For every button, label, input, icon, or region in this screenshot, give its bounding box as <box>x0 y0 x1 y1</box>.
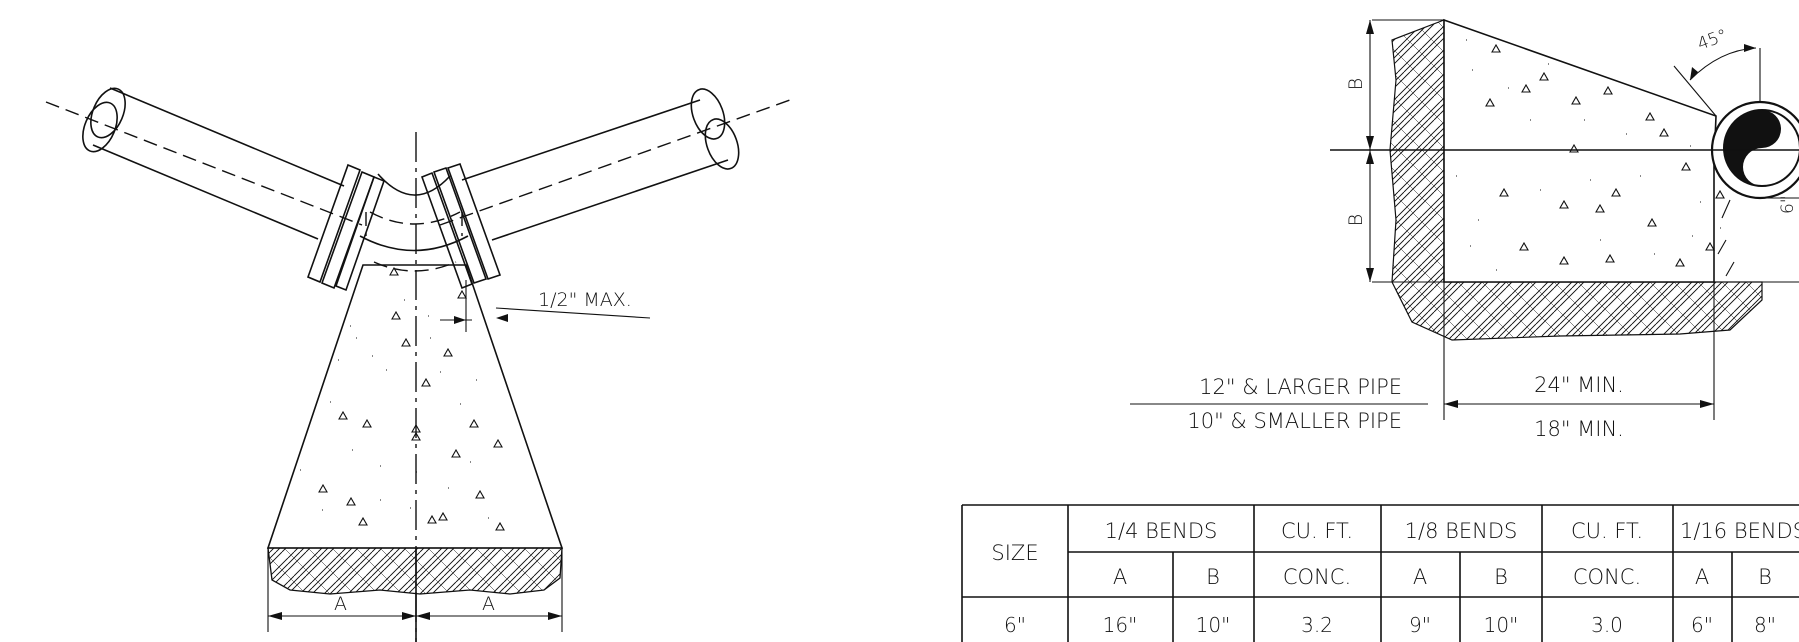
table-sub-header: B <box>1494 565 1508 589</box>
side-dim-label: 6" <box>1778 195 1798 214</box>
angle-dimension <box>1673 44 1761 117</box>
table-sub-header: CONC. <box>1573 565 1641 589</box>
dimension-table: SIZE 1/4 BENDS CU. FT. 1/8 BENDS CU. FT.… <box>961 504 1799 642</box>
dim-b-bottom: B <box>1345 214 1367 226</box>
table-cell: 9" <box>1409 613 1431 637</box>
min-small-label: 18" MIN. <box>1534 417 1624 441</box>
dim-b-top: B <box>1345 78 1367 90</box>
concrete-aggregate-marks <box>300 266 505 531</box>
table-size-header: SIZE <box>991 541 1038 565</box>
left-flange <box>306 163 386 292</box>
left-thrust-block-view: 1/2" MAX. A A <box>45 87 791 642</box>
right-section-view: B B 45° 6" 24" MIN. 18" MIN. 12" <box>1130 18 1799 441</box>
table-cell: 10" <box>1196 613 1231 637</box>
table-cell: 10" <box>1484 613 1519 637</box>
table-sub-header: A <box>1413 565 1427 589</box>
right-flange <box>420 162 502 290</box>
table-cell: 3.2 <box>1301 613 1333 637</box>
right-pipe <box>439 88 791 241</box>
clearance-dimension <box>440 280 651 332</box>
table-sub-header: A <box>1695 565 1709 589</box>
clearance-label: 1/2" MAX. <box>538 289 632 311</box>
right-concrete-aggregate <box>1456 39 1725 271</box>
table-cell: 3.0 <box>1591 613 1623 637</box>
side-dimension <box>1714 197 1799 283</box>
left-pipe <box>45 87 363 240</box>
angle-label: 45° <box>1695 26 1730 55</box>
pipe-small-label: 10" & SMALLER PIPE <box>1187 409 1402 433</box>
table-group-header: CU. FT. <box>1571 519 1643 543</box>
table-sub-header: B <box>1758 565 1772 589</box>
table-cell: 8" <box>1754 613 1776 637</box>
dim-a-right: A <box>482 593 495 615</box>
min-dimensions <box>1130 282 1715 420</box>
table-group-header: 1/8 BENDS <box>1405 519 1518 543</box>
table-group-header: CU. FT. <box>1281 519 1353 543</box>
left-concrete-block <box>266 264 564 549</box>
pipe-large-label: 12" & LARGER PIPE <box>1199 375 1402 399</box>
right-undisturbed-soil <box>1389 19 1763 341</box>
dim-a-left: A <box>334 593 347 615</box>
table-group-header: 1/4 BENDS <box>1105 519 1218 543</box>
table-cell: 6" <box>1004 613 1026 637</box>
b-dimensions <box>1366 19 1444 283</box>
min-large-label: 24" MIN. <box>1534 373 1624 397</box>
table-sub-header: B <box>1206 565 1220 589</box>
table-cell: 6" <box>1691 613 1713 637</box>
table-sub-header: CONC. <box>1283 565 1351 589</box>
table-sub-header: A <box>1113 565 1127 589</box>
right-concrete-block <box>1443 18 1717 283</box>
table-cell: 16" <box>1103 613 1138 637</box>
a-dimensions <box>267 548 563 632</box>
left-undisturbed-soil <box>267 547 563 595</box>
table-group-header: 1/16 BENDS <box>1680 519 1799 543</box>
